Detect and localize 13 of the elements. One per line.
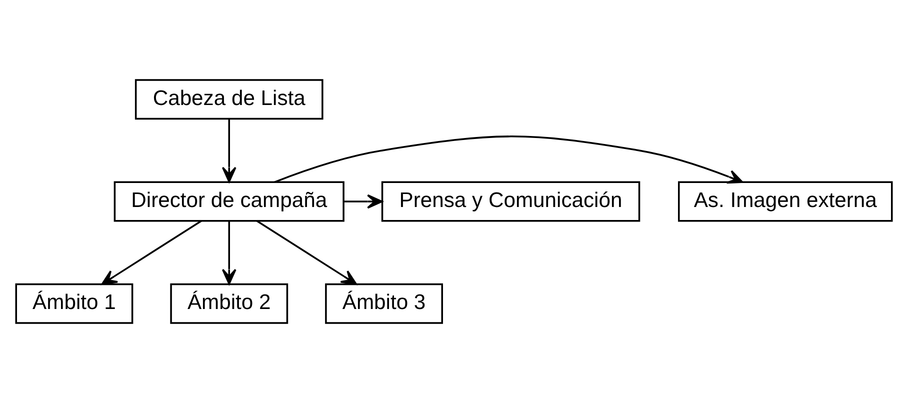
node-box: Ámbito 1: [15, 283, 134, 324]
arrow: [222, 118, 236, 182]
node-box: Ámbito 3: [325, 283, 443, 324]
node-box: Ámbito 2: [170, 283, 288, 324]
node-box: As. Imagen externa: [678, 181, 893, 222]
arrow: [256, 220, 357, 285]
arrow: [222, 220, 236, 285]
arrow: [344, 194, 383, 209]
node-box: Cabeza de Lista: [134, 79, 324, 120]
node-box: Prensa y Comunicación: [381, 181, 640, 222]
arrow: [101, 220, 202, 285]
arrow: [274, 136, 744, 184]
node-box: Director de campaña: [114, 181, 344, 222]
